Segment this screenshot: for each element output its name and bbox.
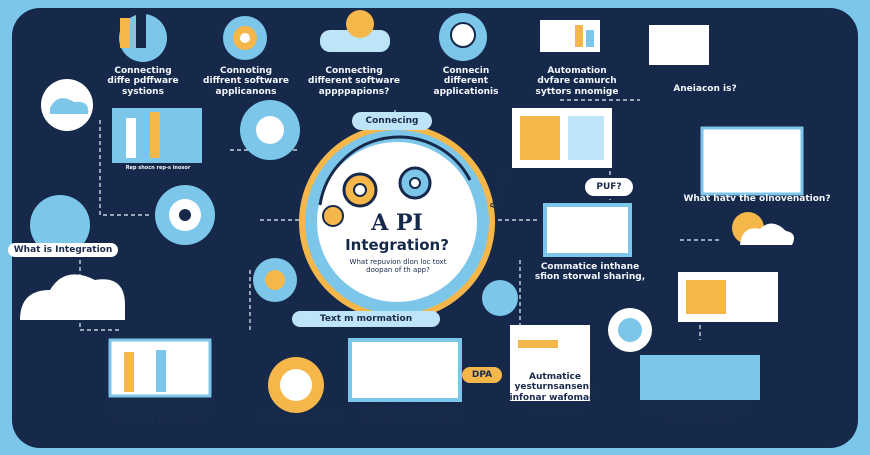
bottom-label-4: Autmatice yesturnsansenb infonar wafomac… xyxy=(509,372,601,414)
top-label-4: Connecin different applicationis xyxy=(433,66,499,97)
bottom-label-5: Amdo informatmatnd inally shaing? xyxy=(643,404,753,425)
pill-text-mormation: Text m mormation xyxy=(292,311,440,327)
top-label-3: Connecting different software appppapion… xyxy=(308,66,400,97)
hub-subtitle: Integration? xyxy=(345,236,449,254)
top-label-1: Connecting diffe pdffware systions xyxy=(107,66,179,97)
right-icons xyxy=(482,108,804,322)
hub-graphic xyxy=(299,124,495,320)
hub-caption: What repuvion dlon loc toxt doopan of th… xyxy=(349,258,447,275)
bottom-icons xyxy=(108,308,760,413)
pill-dpa: DPA xyxy=(462,367,502,383)
left-icons xyxy=(20,79,300,320)
pill-connecting: Connecing xyxy=(352,112,432,130)
pill-puf: PUF? xyxy=(585,178,633,196)
commatice-label: Commatice inthane sfion storwal sharing, xyxy=(534,262,646,283)
what-is-integration-label: What is Integration xyxy=(8,243,118,258)
hub-title: A PI xyxy=(371,210,423,236)
top-label-2: Connoting diffrent software applicanons xyxy=(203,66,289,97)
top-label-5: Automation dvfare camurch syttors nnomig… xyxy=(535,66,619,97)
annotation-label: Aneiacon is? xyxy=(673,84,737,94)
bottom-label-3: edrts, seraanching momation isherate? xyxy=(359,404,461,425)
what-hate-label: What hatv the olnovenation? xyxy=(683,194,831,204)
top-icons xyxy=(119,10,711,67)
bottom-label-1: Bey stnta informatio serating salprane xyxy=(104,404,210,425)
left-small-caption: Rep shocn rep-s inosor xyxy=(125,165,191,171)
bottom-label-2: Real intnoration xyxy=(256,412,340,422)
